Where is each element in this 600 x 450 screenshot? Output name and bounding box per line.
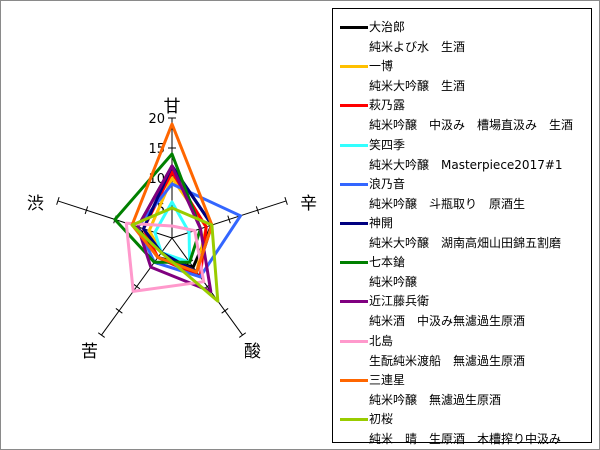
legend-series-subtitle: 純米吟醸 無濾過生原酒: [369, 392, 502, 407]
legend-item: 七本鎗純米吟醸: [333, 251, 591, 290]
axis-tick: [284, 196, 288, 205]
legend-item: 笑四季純米大吟醸 Masterpiece2017#1: [333, 134, 591, 173]
legend: 大治郎純米よび水 生酒一博純米大吟醸 生酒萩乃露純米吟醸 中汲み 槽場直汲み 生…: [332, 8, 592, 446]
axis-tick: [56, 196, 60, 205]
axis-tick: [221, 308, 229, 314]
legend-series-subtitle: 純米吟醸 中汲み 槽場直汲み 生酒: [369, 118, 574, 133]
legend-series-subtitle: 純米よび水 生酒: [369, 40, 466, 54]
axis-label: 苦: [81, 342, 98, 362]
axis-tick: [115, 308, 123, 314]
legend-series-subtitle: 純米大吟醸 Masterpiece2017#1: [369, 157, 563, 172]
legend-series-subtitle: 生酛純米渡船 無濾過生原酒: [369, 353, 526, 368]
series-line: [130, 206, 220, 303]
axis-label: 酸: [244, 342, 261, 362]
legend-swatch: [340, 26, 368, 29]
legend-series-name: 初桜: [369, 412, 394, 426]
legend-series-name: 一博: [369, 59, 394, 74]
legend-series-name: 北島: [369, 333, 394, 348]
legend-series-name: 近江藤兵衛: [369, 294, 430, 309]
legend-item: 大治郎純米よび水 生酒: [333, 16, 591, 55]
legend-swatch: [340, 261, 368, 265]
legend-series-subtitle: 純米酒 中汲み無濾過生原酒: [369, 314, 526, 329]
legend-item: 一博純米大吟醸 生酒: [333, 55, 591, 94]
axis-tick: [227, 215, 231, 224]
legend-series-name: 萩乃露: [369, 98, 406, 113]
axis-tick: [84, 206, 89, 215]
legend-item: 浪乃音純米吟醸 斗瓶取り 原酒生: [333, 173, 591, 212]
legend-series-subtitle: 純米 晴 生原酒 木槽搾り中汲み: [369, 432, 562, 446]
legend-swatch: [340, 300, 368, 304]
axis-tick: [255, 206, 260, 215]
legend-series-name: 七本鎗: [369, 255, 406, 270]
legend-swatch: [340, 143, 368, 147]
legend-item: 初桜純米 晴 生原酒 木槽搾り中汲み: [333, 408, 591, 447]
legend-swatch: [340, 182, 368, 186]
legend-series-subtitle: 純米大吟醸 湖南高畑山田錦五割磨: [369, 236, 562, 250]
legend-series-subtitle: 純米大吟醸 生酒: [369, 79, 466, 94]
tick-label: 5: [157, 202, 165, 217]
legend-swatch: [340, 339, 368, 343]
axis-label: 辛: [300, 194, 317, 214]
legend-item: 萩乃露純米吟醸 中汲み 槽場直汲み 生酒: [333, 94, 591, 133]
axis-tick: [133, 283, 141, 290]
legend-swatch: [340, 65, 368, 69]
legend-series-name: 大治郎: [369, 20, 406, 34]
legend-swatch: [340, 104, 368, 108]
legend-item: 三連星純米吟醸 無濾過生原酒: [333, 369, 591, 408]
legend-series-name: 笑四季: [369, 137, 406, 152]
axis-label: 甘: [164, 97, 181, 117]
legend-swatch: [340, 378, 368, 382]
legend-item: 神開純米大吟醸 湖南高畑山田錦五割磨: [333, 212, 591, 251]
legend-series-name: 浪乃音: [369, 176, 406, 191]
legend-swatch: [340, 418, 368, 421]
legend-series-subtitle: 純米吟醸: [369, 275, 418, 290]
axis-label: 渋: [27, 194, 44, 214]
legend-item: 北島生酛純米渡船 無濾過生原酒: [333, 330, 591, 369]
legend-swatch: [340, 222, 368, 225]
tick-label: 20: [148, 112, 165, 127]
series-line: [153, 200, 192, 264]
axis-tick: [97, 332, 105, 338]
legend-series-name: 神開: [369, 216, 394, 230]
legend-series-subtitle: 純米吟醸 斗瓶取り 原酒生: [369, 196, 526, 211]
legend-series-name: 三連星: [369, 372, 406, 387]
axis-tick: [239, 332, 247, 338]
legend-item: 近江藤兵衛純米酒 中汲み無濾過生原酒: [333, 290, 591, 329]
